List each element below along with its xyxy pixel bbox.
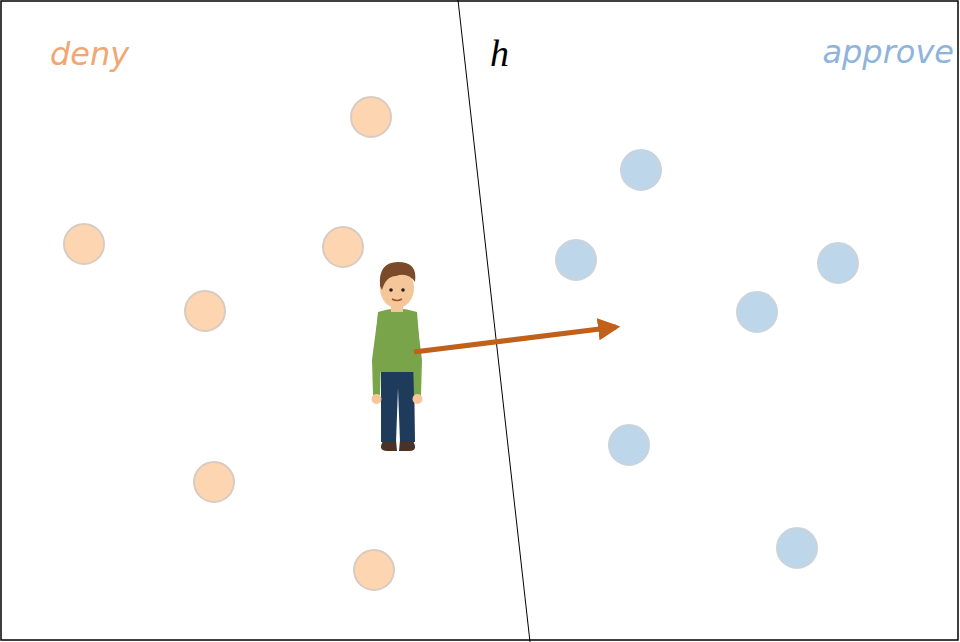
region-label: deny xyxy=(50,38,129,70)
person-figure xyxy=(372,262,423,451)
region-label: approve xyxy=(822,36,954,68)
decision-boundary xyxy=(458,0,530,642)
manipulation-arrow xyxy=(414,327,616,352)
approve-points xyxy=(556,150,858,568)
deny-points xyxy=(64,97,394,590)
hypothesis-label: h xyxy=(490,34,509,72)
